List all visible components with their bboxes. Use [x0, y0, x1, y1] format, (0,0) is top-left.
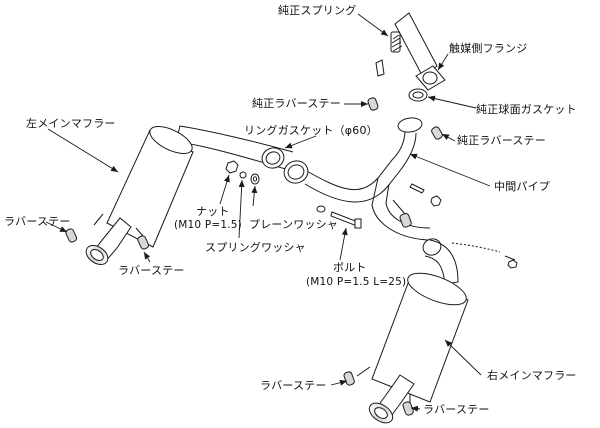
label-ring-gasket: リングガスケット（φ60） [244, 124, 378, 137]
label-rubber-stay-bottom: ラバーステー [260, 379, 327, 392]
label-rubber-stay-left: ラバーステー [4, 215, 71, 228]
center-pipe-drawing [304, 117, 431, 241]
label-center-pipe: 中間パイプ [494, 180, 550, 193]
top-assembly-drawing [367, 12, 446, 207]
label-bolt: ボルト [333, 261, 367, 274]
label-genuine-rubber-stay-top: 純正ラバーステー [252, 97, 341, 110]
label-rubber-stay-right-bottom: ラバーステー [423, 403, 490, 416]
label-bolt-spec: (M10 P=1.5 L=25) [306, 276, 407, 288]
label-spring-washer: スプリングワッシャ [205, 241, 306, 254]
leader-lines [45, 13, 491, 412]
label-plain-washer: プレーンワッシャ [249, 218, 339, 231]
label-genuine-rubber-stay-right: 純正ラバーステー [457, 134, 546, 147]
label-genuine-spring: 純正スプリング [278, 4, 357, 17]
label-rubber-stay-left-bottom: ラバーステー [118, 264, 185, 277]
label-catalyst-flange: 触媒側フランジ [449, 42, 528, 55]
right-main-muffler-drawing [343, 238, 518, 424]
label-right-main-muffler: 右メインマフラー [487, 369, 577, 382]
label-left-main-muffler: 左メインマフラー [26, 117, 116, 130]
ring-gasket-drawing [261, 147, 309, 184]
fasteners-drawing [225, 160, 362, 229]
label-genuine-ball-gasket: 純正球面ガスケット [476, 103, 577, 116]
label-nut: ナット [196, 205, 230, 218]
label-nut-spec: (M10 P=1.5) [174, 219, 242, 231]
